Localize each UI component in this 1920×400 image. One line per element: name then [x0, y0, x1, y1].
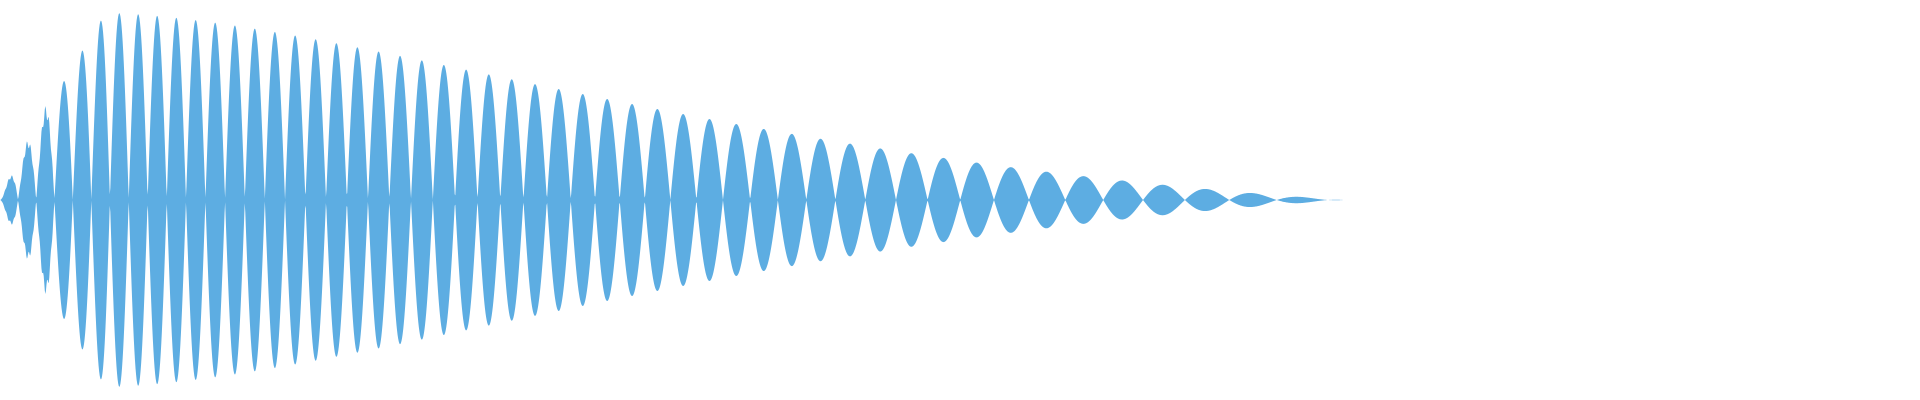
waveform-shape	[0, 13, 1344, 387]
